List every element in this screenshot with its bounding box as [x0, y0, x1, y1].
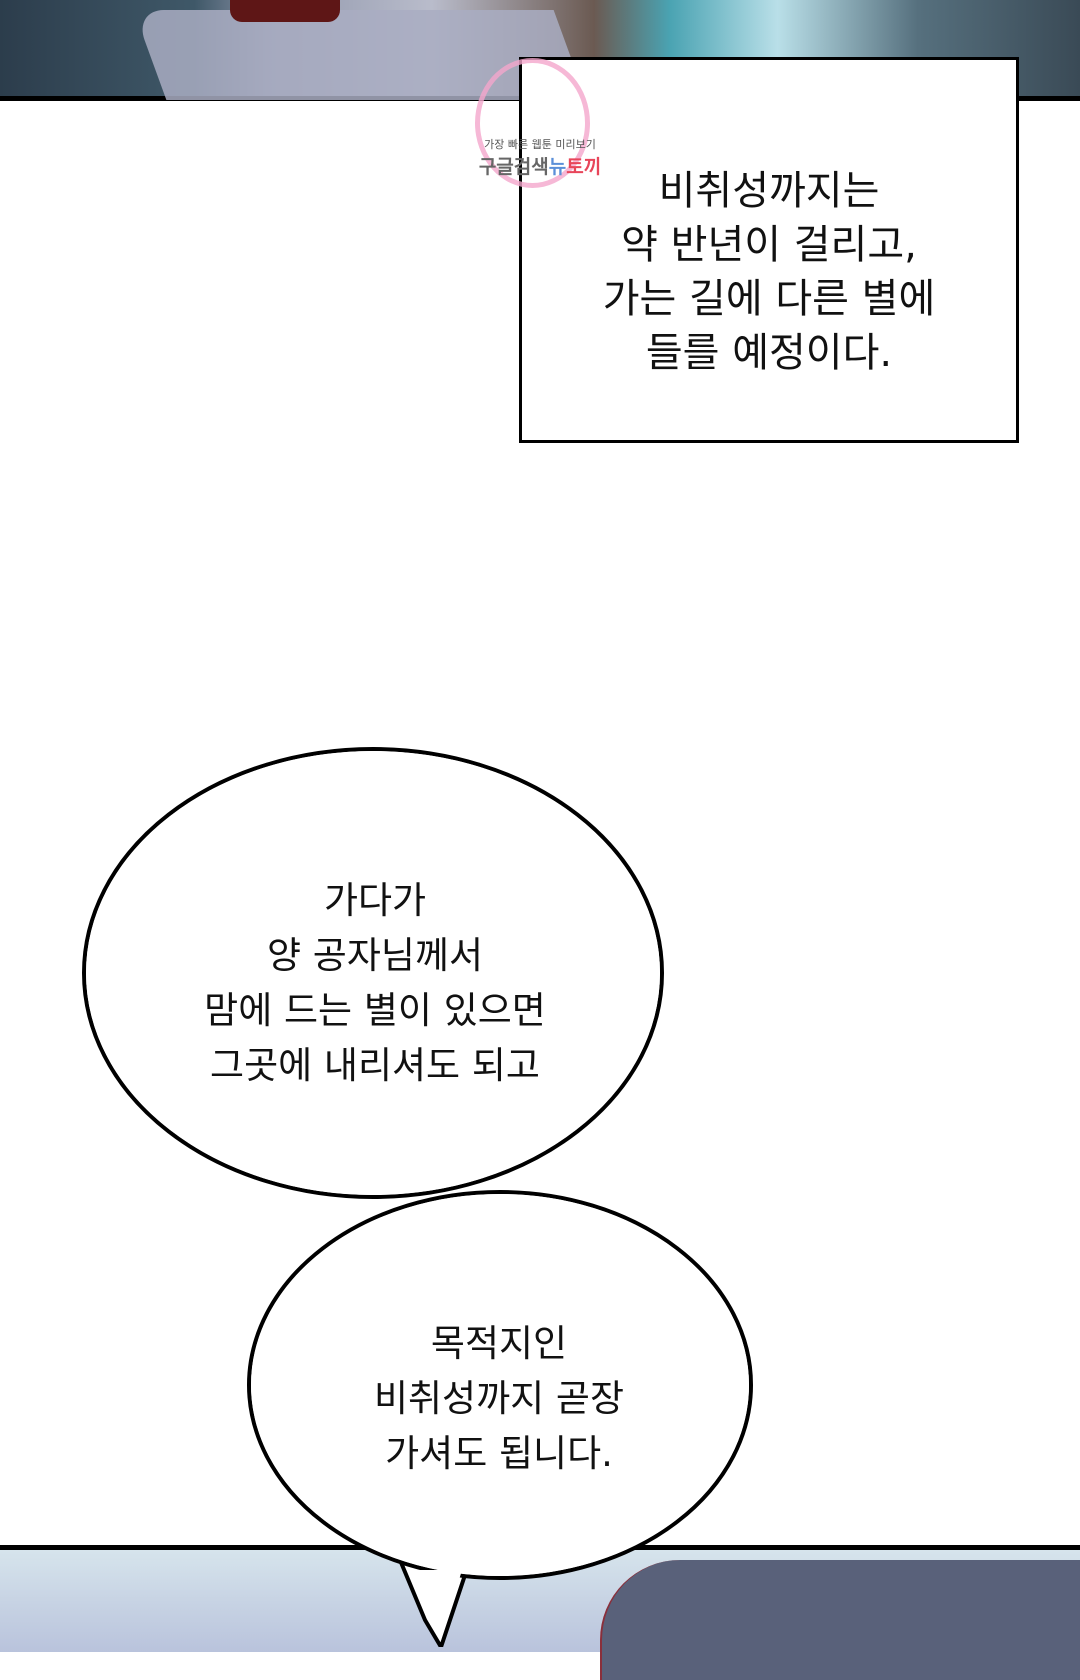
watermark-gray: 구글검색 [478, 156, 549, 178]
bubble-line: 가셔도 됩니다. [385, 1432, 613, 1475]
bubble-line: 맘에 드는 별이 있으면 [204, 989, 546, 1032]
watermark-logo: 가장 빠른 웹툰 미리보기 구글검색뉴토끼 [460, 48, 620, 188]
speech-bubble-2-text: 목적지인 비취성까지 곧장 가셔도 됩니다. [249, 1316, 749, 1481]
bubble-line: 양 공자님께서 [266, 934, 483, 977]
watermark-blue: 뉴 [548, 156, 567, 178]
bubble-line: 가다가 [323, 879, 427, 922]
caption-line: 가는 길에 다른 별에 [602, 276, 936, 322]
watermark-small-text: 가장 빠른 웹툰 미리보기 [484, 138, 596, 151]
caption-line: 들를 예정이다. [645, 330, 893, 376]
bubble-line: 목적지인 [430, 1322, 568, 1365]
narration-caption-box: 비취성까지는 약 반년이 걸리고, 가는 길에 다른 별에 들를 예정이다. [519, 57, 1019, 443]
speech-bubble-1-text: 가다가 양 공자님께서 맘에 드는 별이 있으면 그곳에 내리셔도 되고 [125, 873, 625, 1093]
watermark-red: 토끼 [566, 156, 602, 178]
bubble-line: 그곳에 내리셔도 되고 [210, 1044, 540, 1087]
bubble-line: 비취성까지 곧장 [373, 1377, 625, 1420]
caption-line: 비취성까지는 [658, 168, 880, 214]
caption-line: 약 반년이 걸리고, [621, 222, 917, 268]
watermark-brand: 구글검색뉴토끼 [460, 152, 620, 179]
